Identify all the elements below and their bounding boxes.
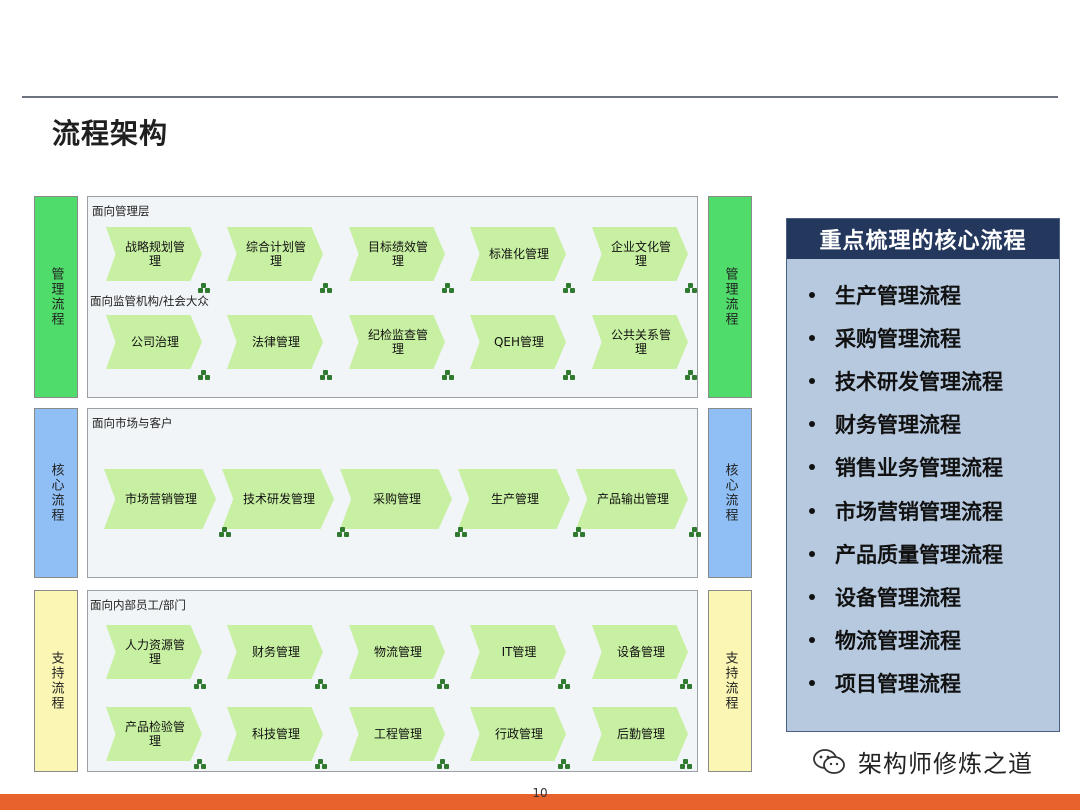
connector-icon [558,759,570,769]
connector-icon [573,527,585,537]
process-step[interactable]: 产品检验管理 [106,707,202,761]
process-step[interactable]: 设备管理 [592,625,688,679]
watermark-text: 架构师修炼之道 [858,750,1033,778]
connector-icon [219,527,231,537]
process-step[interactable]: 科技管理 [227,707,323,761]
connector-icon [455,527,467,537]
connector-icon [198,370,210,380]
bullet-icon [809,421,815,428]
process-step[interactable]: 综合计划管理 [227,227,323,281]
process-step[interactable]: 产品输出管理 [576,469,688,529]
watermark: 架构师修炼之道 [812,744,1033,779]
connector-icon [194,759,206,769]
process-step[interactable]: 物流管理 [349,625,445,679]
key-processes-list: 生产管理流程 采购管理流程 技术研发管理流程 财务管理流程 销售业务管理流程 市… [787,259,1059,705]
connector-icon [563,283,575,293]
process-step[interactable]: 法律管理 [227,315,323,369]
core-process-label-right: 核心流程 [708,408,752,578]
layer-label: 面向监管机构/社会大众 [90,294,209,308]
connector-icon [685,283,697,293]
connector-icon [320,370,332,380]
connector-icon [198,283,210,293]
connector-icon [315,679,327,689]
process-step[interactable]: 采购管理 [340,469,452,529]
connector-icon [442,370,454,380]
bullet-icon [809,464,815,471]
bullet-icon [809,334,815,341]
list-item: 生产管理流程 [787,273,1059,316]
support-process-label-right: 支持流程 [708,590,752,772]
layer-label: 面向市场与客户 [92,416,173,430]
bullet-icon [809,680,815,687]
list-item: 设备管理流程 [787,575,1059,618]
process-step[interactable]: 财务管理 [227,625,323,679]
management-process-label-right: 管理流程 [708,196,752,398]
process-step[interactable]: 目标绩效管理 [349,227,445,281]
wechat-icon [813,748,845,774]
list-item: 技术研发管理流程 [787,359,1059,402]
connector-icon [680,759,692,769]
bullet-icon [809,637,815,644]
key-processes-box: 重点梳理的核心流程 生产管理流程 采购管理流程 技术研发管理流程 财务管理流程 … [786,218,1060,732]
process-step[interactable]: 人力资源管理 [106,625,202,679]
page-number: 10 [532,786,548,800]
list-item: 财务管理流程 [787,403,1059,446]
title-divider [22,96,1058,98]
list-item: 采购管理流程 [787,316,1059,359]
bullet-icon [809,550,815,557]
process-step[interactable]: 生产管理 [458,469,570,529]
connector-icon [320,283,332,293]
key-processes-title: 重点梳理的核心流程 [787,219,1059,259]
process-step[interactable]: 后勤管理 [592,707,688,761]
process-step[interactable]: 公共关系管理 [592,315,688,369]
connector-icon [680,679,692,689]
connector-icon [337,527,349,537]
process-step[interactable]: IT管理 [470,625,566,679]
list-item: 物流管理流程 [787,619,1059,662]
connector-icon [194,679,206,689]
layer-label: 面向管理层 [92,204,150,218]
connector-icon [689,527,701,537]
management-panel: 面向管理层 战略规划管理 综合计划管理 目标绩效管理 标准化管理 企业文化管理 … [87,196,698,398]
process-step[interactable]: 企业文化管理 [592,227,688,281]
support-panel: 面向内部员工/部门 人力资源管理 财务管理 物流管理 IT管理 设备管理 产品检… [87,590,698,772]
process-step[interactable]: 市场营销管理 [104,469,216,529]
layer-label: 面向内部员工/部门 [90,598,186,612]
bullet-icon [809,377,815,384]
list-item: 市场营销管理流程 [787,489,1059,532]
connector-icon [685,370,697,380]
process-step[interactable]: QEH管理 [470,315,566,369]
process-step[interactable]: 公司治理 [106,315,202,369]
process-step[interactable]: 标准化管理 [470,227,566,281]
bullet-icon [809,507,815,514]
connector-icon [315,759,327,769]
core-panel: 面向市场与客户 市场营销管理 技术研发管理 采购管理 生产管理 产品输出管理 [87,408,701,578]
process-step[interactable]: 工程管理 [349,707,445,761]
connector-icon [437,679,449,689]
process-step[interactable]: 纪检监查管理 [349,315,445,369]
list-item: 销售业务管理流程 [787,446,1059,489]
bullet-icon [809,291,815,298]
list-item: 项目管理流程 [787,662,1059,705]
connector-icon [442,283,454,293]
process-step[interactable]: 战略规划管理 [106,227,202,281]
support-process-label-left: 支持流程 [34,590,78,772]
list-item: 产品质量管理流程 [787,532,1059,575]
process-step[interactable]: 技术研发管理 [222,469,334,529]
management-process-label-left: 管理流程 [34,196,78,398]
bullet-icon [809,593,815,600]
connector-icon [558,679,570,689]
process-step[interactable]: 行政管理 [470,707,566,761]
connector-icon [563,370,575,380]
connector-icon [437,759,449,769]
footer-accent-bar [0,794,1080,810]
core-process-label-left: 核心流程 [34,408,78,578]
page-title: 流程架构 [52,117,169,150]
